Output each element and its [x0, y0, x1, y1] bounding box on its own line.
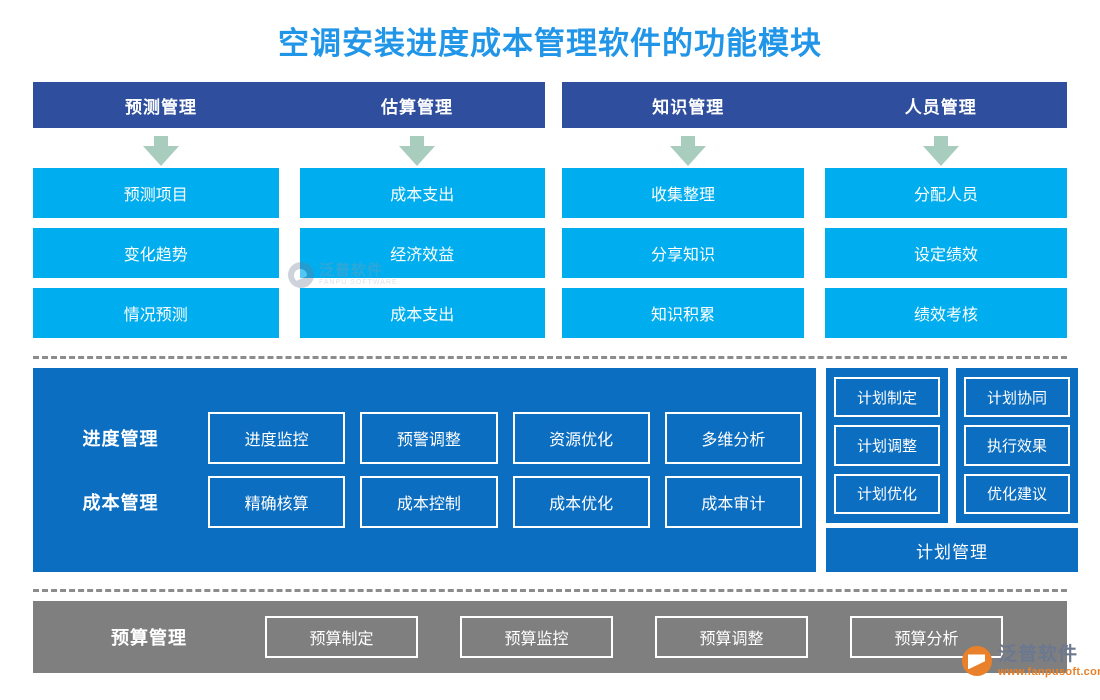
panel-cell[interactable]: 进度监控: [208, 412, 346, 464]
plan-cell[interactable]: 优化建议: [964, 473, 1070, 514]
module-box[interactable]: 预测项目: [33, 168, 279, 218]
arrow-down-icon: [922, 136, 959, 166]
module-box[interactable]: 绩效考核: [825, 288, 1067, 338]
panel-row-cost: 成本管理 精确核算 成本控制 成本优化 成本审计: [33, 476, 802, 528]
module-box[interactable]: 知识积累: [562, 288, 804, 338]
plan-panel-left: 计划制定 计划调整 计划优化: [826, 368, 948, 523]
arrow-down-icon: [143, 136, 179, 166]
header-estimation-management[interactable]: 估算管理: [381, 97, 453, 117]
panel-row-progress: 进度管理 进度监控 预警调整 资源优化 多维分析: [33, 412, 802, 464]
plan-cell[interactable]: 计划优化: [834, 473, 940, 514]
module-box[interactable]: 分享知识: [562, 228, 804, 278]
row-label-progress-management: 进度管理: [82, 429, 159, 449]
module-grid-right-group: 收集整理 分配人员 分享知识 设定绩效 知识积累 绩效考核: [562, 168, 1067, 338]
plan-cell[interactable]: 执行效果: [964, 425, 1070, 466]
module-box[interactable]: 分配人员: [825, 168, 1067, 218]
module-box[interactable]: 经济效益: [299, 228, 545, 278]
arrow-slot: [815, 136, 1068, 168]
module-box[interactable]: 成本支出: [299, 288, 545, 338]
plan-management-bar[interactable]: 计划管理: [826, 528, 1078, 572]
module-box[interactable]: 成本支出: [299, 168, 545, 218]
module-box[interactable]: 收集整理: [562, 168, 804, 218]
arrow-slot: [33, 136, 289, 168]
panel-cell[interactable]: 资源优化: [512, 412, 650, 464]
row-label-budget-management: 预算管理: [111, 628, 187, 648]
panel-cell[interactable]: 成本审计: [664, 476, 802, 528]
progress-cost-panel: 进度管理 进度监控 预警调整 资源优化 多维分析 成本管理 精确核算 成本控制 …: [33, 368, 816, 572]
arrow-down-icon: [399, 136, 435, 166]
arrow-slot: [562, 136, 815, 168]
panel-cell[interactable]: 多维分析: [664, 412, 802, 464]
header-knowledge-management[interactable]: 知识管理: [652, 97, 725, 117]
header-personnel-management[interactable]: 人员管理: [904, 97, 977, 117]
budget-cell[interactable]: 预算分析: [850, 616, 1003, 658]
panel-cell[interactable]: 成本控制: [360, 476, 498, 528]
budget-cell[interactable]: 预算调整: [655, 616, 808, 658]
arrow-row-left-group: [33, 136, 545, 168]
divider-dashed-top: [33, 356, 1067, 359]
module-box[interactable]: 情况预测: [33, 288, 279, 338]
module-grid-left-group: 预测项目 成本支出 变化趋势 经济效益 情况预测 成本支出: [33, 168, 545, 338]
header-forecast-management[interactable]: 预测管理: [125, 97, 197, 117]
plan-cell[interactable]: 计划调整: [834, 425, 940, 466]
panel-cell[interactable]: 预警调整: [360, 412, 498, 464]
module-box[interactable]: 变化趋势: [33, 228, 279, 278]
panel-cell[interactable]: 精确核算: [208, 476, 346, 528]
arrow-row-right-group: [562, 136, 1067, 168]
divider-dashed-bottom: [33, 589, 1067, 592]
budget-management-panel: 预算管理 预算制定 预算监控 预算调整 预算分析: [33, 601, 1067, 673]
header-bar-left-group: 预测管理 估算管理: [33, 82, 545, 128]
plan-cell[interactable]: 计划协同: [964, 377, 1070, 418]
module-box[interactable]: 设定绩效: [825, 228, 1067, 278]
panel-cell[interactable]: 成本优化: [512, 476, 650, 528]
plan-cell[interactable]: 计划制定: [834, 377, 940, 418]
budget-cell[interactable]: 预算制定: [265, 616, 418, 658]
header-bar-right-group: 知识管理 人员管理: [562, 82, 1067, 128]
page-title: 空调安装进度成本管理软件的功能模块: [277, 25, 823, 63]
budget-cell[interactable]: 预算监控: [460, 616, 613, 658]
row-label-cost-management: 成本管理: [82, 493, 159, 513]
arrow-slot: [289, 136, 545, 168]
plan-panel-right: 计划协同 执行效果 优化建议: [956, 368, 1078, 523]
arrow-down-icon: [670, 136, 707, 166]
